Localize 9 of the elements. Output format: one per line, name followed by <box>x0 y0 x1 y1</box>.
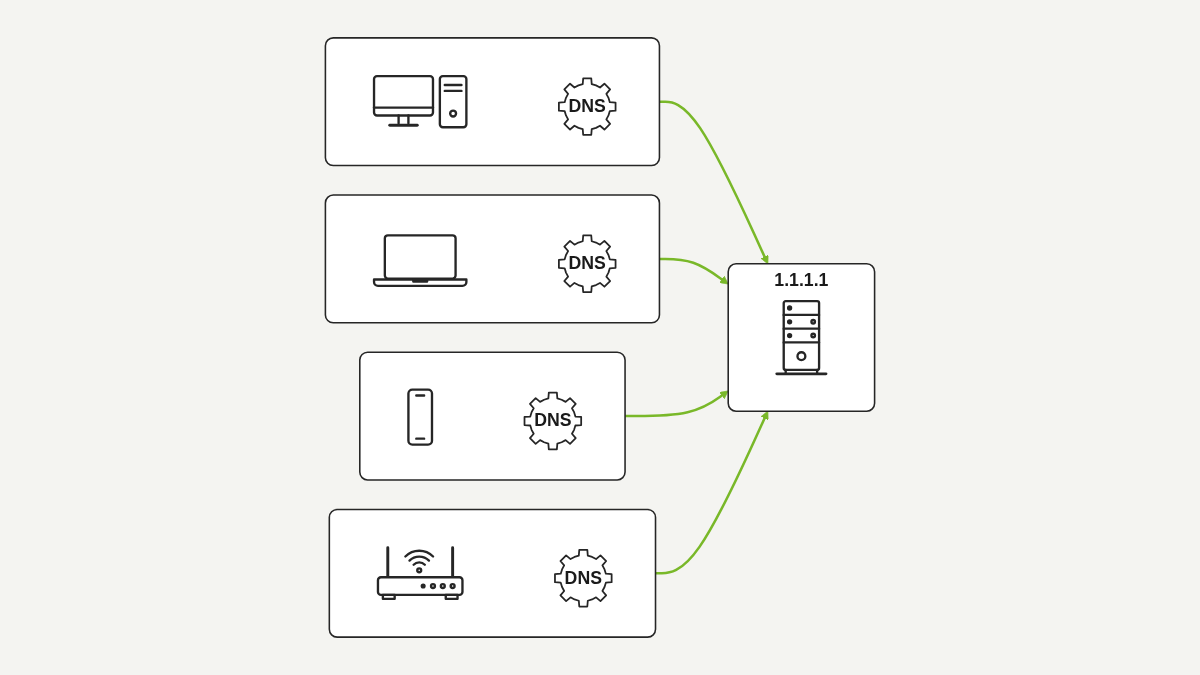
arrow <box>655 410 769 575</box>
node-picture <box>406 386 434 448</box>
arrow <box>659 257 729 285</box>
cluster: 1.1.1.1 <box>727 263 876 412</box>
arrow <box>625 390 729 418</box>
cluster <box>324 194 661 324</box>
cluster <box>328 508 657 638</box>
cluster <box>359 351 626 481</box>
arrow <box>659 100 769 265</box>
